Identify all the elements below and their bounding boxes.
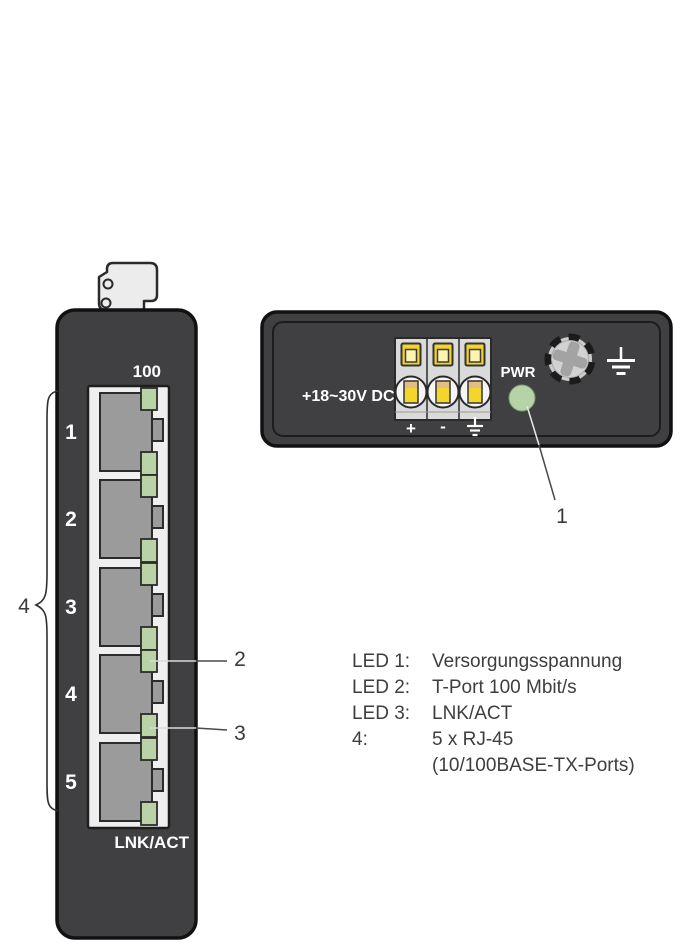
lnk-act-led-icon	[140, 626, 158, 651]
wire-clamp-2-icon	[432, 342, 454, 367]
legend-row: LED 3: LNK/ACT	[352, 701, 687, 727]
din-rail-clip-icon	[97, 261, 159, 312]
lnk-act-led-icon	[140, 451, 158, 476]
legend-row: LED 2: T-Port 100 Mbit/s	[352, 675, 687, 701]
terminal-screw-1-icon	[394, 375, 428, 409]
terminal-screw-3-icon	[458, 375, 492, 409]
lnk-act-label: LNK/ACT	[114, 833, 189, 852]
wire-clamp-3-icon	[464, 342, 486, 367]
rj45-port-4: 4	[65, 649, 164, 738]
callout-port-group: 4	[18, 390, 59, 812]
callout-speed-led: 2	[150, 648, 246, 671]
top-view: +18~30V DC	[260, 310, 673, 448]
lnk-act-led-icon	[140, 538, 158, 563]
legend-label: LED 3:	[352, 703, 411, 724]
callout-pwr-led: 1	[526, 405, 568, 528]
legend-value: Versorgungsspannung	[432, 651, 623, 672]
speed-led-icon	[140, 387, 158, 411]
speed-led-icon	[140, 737, 158, 761]
rj45-port-3: 3	[65, 562, 164, 651]
legend-label: LED 1:	[352, 651, 411, 672]
lnk-act-led-icon	[140, 801, 158, 826]
callout-1-label: 1	[556, 505, 568, 528]
brace-icon	[34, 390, 59, 812]
front-view: 100 1 2	[55, 261, 198, 940]
plus-terminal-label: +	[406, 419, 416, 438]
port-number: 2	[65, 508, 77, 531]
pwr-label: PWR	[501, 364, 536, 381]
legend-value: (10/100BASE-TX-Ports)	[432, 755, 635, 776]
port-number: 1	[65, 421, 77, 444]
legend-label	[352, 753, 432, 779]
legend-row: (10/100BASE-TX-Ports)	[352, 753, 687, 779]
rj45-port-5: 5	[65, 737, 164, 826]
pwr-led-icon	[508, 384, 536, 412]
minus-terminal-label: -	[440, 417, 446, 436]
legend-row: 4: 5 x RJ-45	[352, 727, 687, 753]
speed-led-icon	[140, 562, 158, 586]
lnk-act-led-icon	[140, 713, 158, 738]
legend-value: 5 x RJ-45	[432, 729, 514, 750]
speed-label: 100	[133, 362, 161, 381]
port-number: 3	[65, 596, 77, 619]
legend-label: 4:	[352, 729, 368, 750]
power-terminal-block	[394, 337, 492, 421]
legend: LED 1: Versorgungsspannung LED 2: T-Port…	[352, 649, 687, 779]
port-number: 5	[65, 771, 77, 794]
grounding-screw-icon	[544, 333, 596, 385]
voltage-label: +18~30V DC	[302, 388, 395, 405]
legend-value: LNK/ACT	[432, 703, 513, 724]
top-body-inner-outline	[272, 321, 661, 437]
callout-4-label: 4	[18, 595, 30, 618]
callout-3-label: 3	[234, 722, 246, 745]
earth-ground-small-icon	[467, 417, 483, 437]
speed-led-icon	[140, 474, 158, 498]
earth-ground-icon	[607, 347, 635, 375]
rj45-port-2: 2	[65, 474, 164, 563]
legend-row: LED 1: Versorgungsspannung	[352, 649, 687, 675]
terminal-screw-2-icon	[426, 375, 460, 409]
legend-label: LED 2:	[352, 677, 411, 698]
callout-2-label: 2	[234, 648, 246, 671]
callout-lnk-led: 3	[150, 722, 246, 745]
wire-clamp-1-icon	[400, 342, 422, 367]
rj45-port-1: 1	[65, 387, 164, 476]
port-number: 4	[65, 683, 77, 706]
legend-value: T-Port 100 Mbit/s	[432, 677, 577, 698]
